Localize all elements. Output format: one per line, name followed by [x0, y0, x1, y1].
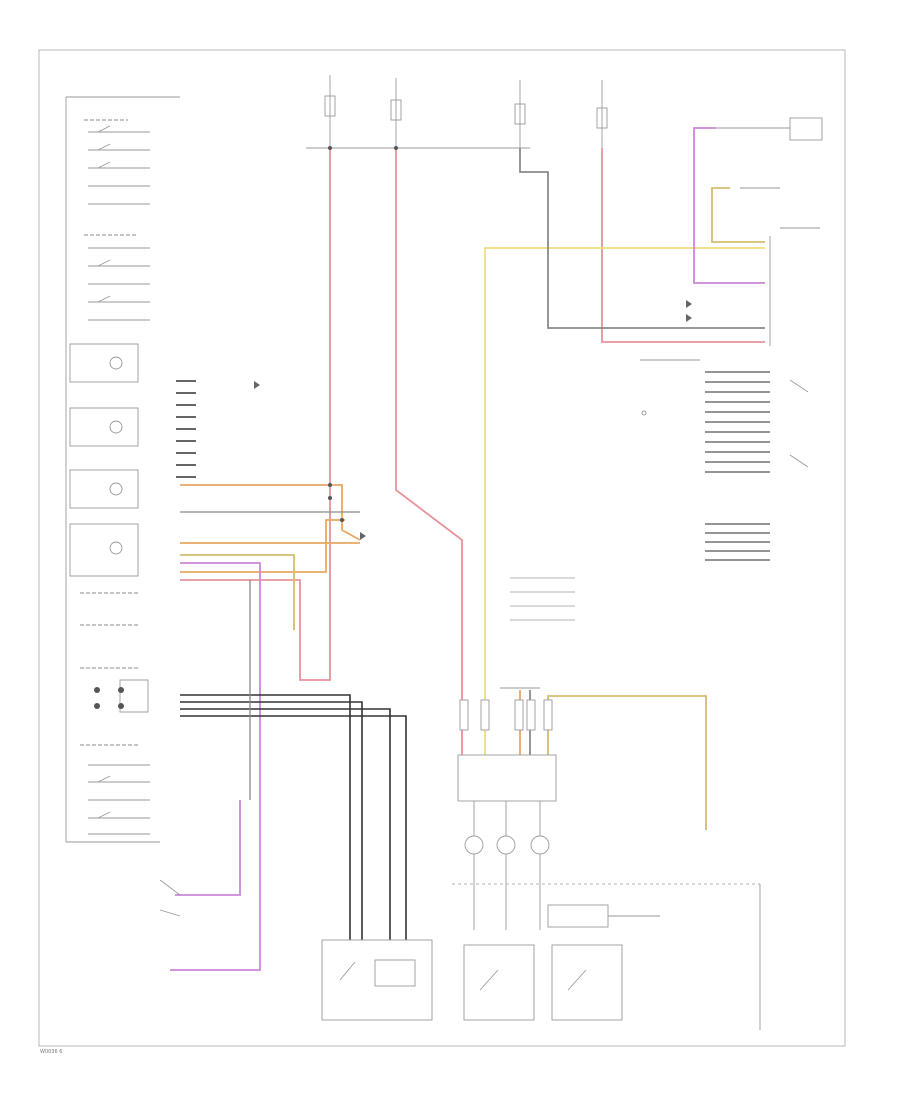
wire-yellow-1	[484, 247, 765, 755]
switch-symbols-group-3	[88, 764, 150, 835]
wire-violet-1	[693, 127, 765, 284]
mode-legend	[510, 577, 575, 621]
clutch-transmission-module	[321, 939, 433, 1021]
diagram-frame	[38, 49, 846, 1047]
switch-symbols-group-2	[88, 247, 150, 321]
top-right-modules	[716, 117, 823, 189]
wire-orange-1	[180, 484, 361, 573]
figure-id: W0036 6	[40, 1049, 63, 1055]
legend-heading-lines	[80, 119, 140, 746]
splice-dots	[328, 146, 398, 522]
switch-symbols-group-1	[88, 125, 150, 205]
bottom-right-switches	[463, 904, 660, 1021]
left-switch-panel	[65, 96, 180, 843]
wire-violet-2	[170, 562, 261, 971]
right-connector-column	[640, 227, 820, 361]
wire-tan-2	[180, 554, 707, 830]
right-selector-switches	[641, 379, 809, 468]
wire-grey-1	[519, 148, 765, 329]
wire-red-1	[180, 148, 331, 681]
right-harness-stubs	[705, 371, 770, 561]
wire-grey-group	[180, 511, 360, 800]
steering-column-module	[457, 687, 557, 802]
wire-red-3	[601, 148, 765, 343]
left-connector-labels	[176, 380, 196, 478]
fuse-feeds	[306, 75, 608, 149]
indicator-row	[464, 801, 550, 930]
wire-black-group	[180, 694, 407, 940]
ground-symbols	[254, 300, 692, 540]
wire-tan-1	[711, 187, 765, 243]
sensor-boxes	[69, 343, 149, 713]
shift-lock-module	[159, 879, 181, 917]
wire-red-2	[395, 148, 463, 755]
